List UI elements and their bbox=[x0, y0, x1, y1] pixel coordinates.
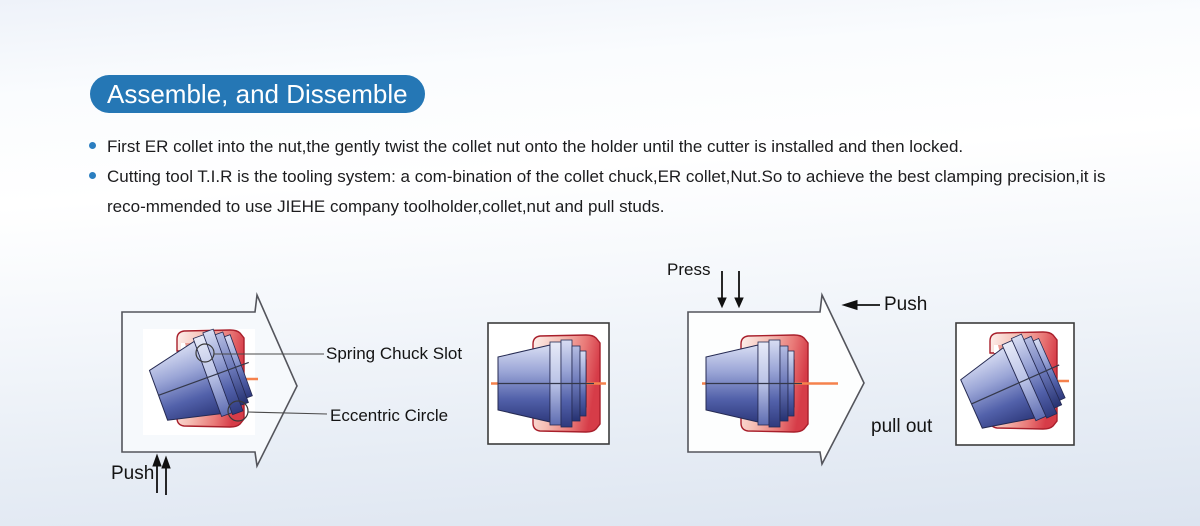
label-pull-out: pull out bbox=[871, 416, 933, 437]
callout-circle-spring-chuck-slot bbox=[195, 343, 215, 363]
tilted-collet-box bbox=[955, 322, 1075, 446]
bullet-list: First ER collet into the nut,the gently … bbox=[89, 132, 1137, 222]
bullet-text: First ER collet into the nut,the gently … bbox=[107, 137, 964, 156]
label-spring-chuck-slot: Spring Chuck Slot bbox=[326, 344, 463, 363]
push-up-arrows-icon bbox=[152, 453, 171, 495]
press-down-arrows-icon bbox=[717, 271, 744, 309]
label-push-remove: Push bbox=[884, 294, 928, 315]
push-left-arrow-icon bbox=[841, 299, 880, 311]
bullet-text: Cutting tool T.I.R is the tooling system… bbox=[107, 167, 1106, 216]
page-title: Assemble, and Dissemble bbox=[90, 75, 425, 113]
label-eccentric-circle: Eccentric Circle bbox=[330, 406, 449, 425]
insert-step-diagram bbox=[121, 291, 328, 495]
bullet-item: First ER collet into the nut,the gently … bbox=[89, 132, 1137, 162]
assembled-collet-box bbox=[487, 322, 610, 445]
callout-circle-eccentric bbox=[227, 400, 249, 422]
bullet-dot-icon bbox=[89, 172, 96, 179]
bullet-item: Cutting tool T.I.R is the tooling system… bbox=[89, 162, 1137, 222]
label-press: Press bbox=[667, 260, 711, 279]
extract-step-diagram bbox=[687, 271, 880, 467]
label-push-insert: Push bbox=[111, 463, 155, 484]
bullet-dot-icon bbox=[89, 142, 96, 149]
callout-line bbox=[247, 411, 328, 415]
